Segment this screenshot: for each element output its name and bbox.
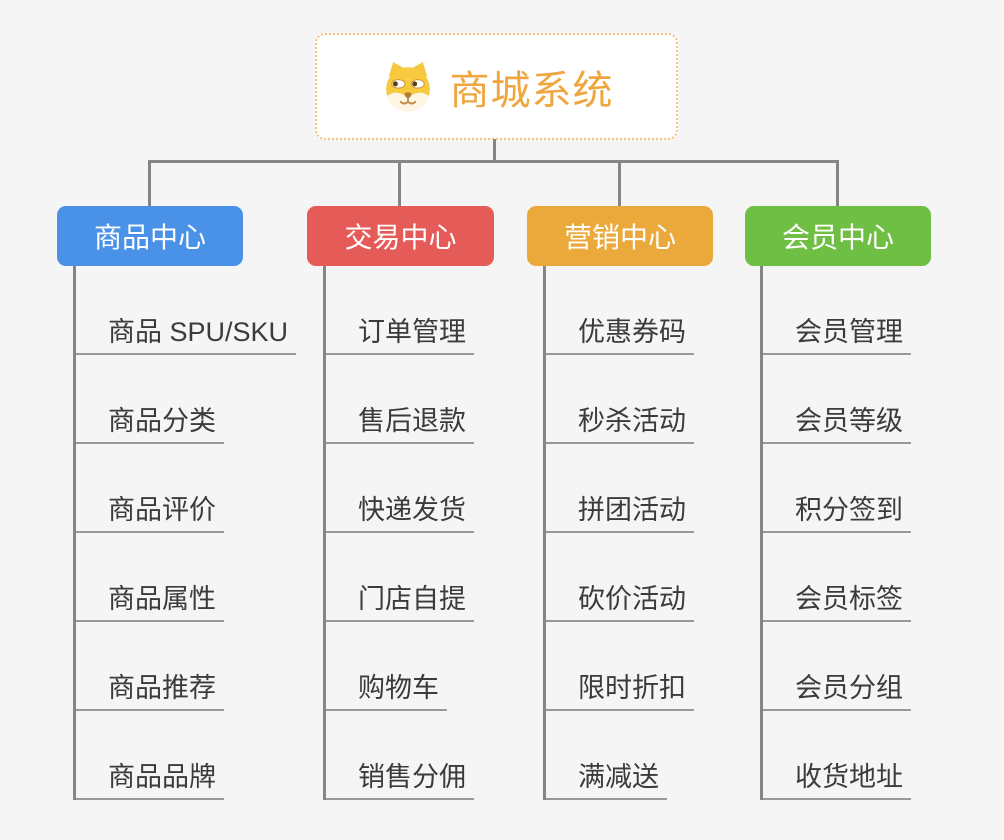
topic-item[interactable]: 售后退款 (326, 355, 474, 444)
topic-item[interactable]: 满减送 (546, 711, 667, 800)
topic-label: 拼团活动 (578, 494, 686, 525)
topic-label: 快递发货 (358, 494, 466, 525)
branch-label: 会员中心 (781, 222, 894, 253)
connector-drop-4 (836, 160, 839, 206)
topic-label: 会员标签 (795, 583, 903, 614)
dog-face-icon (385, 62, 430, 111)
topic-item[interactable]: 商品分类 (76, 355, 224, 444)
topic-item[interactable]: 拼团活动 (546, 444, 694, 533)
topic-item[interactable]: 商品品牌 (76, 711, 224, 800)
topic-item[interactable]: 门店自提 (326, 533, 474, 622)
topic-label: 购物车 (358, 672, 439, 703)
topic-item[interactable]: 会员标签 (763, 533, 911, 622)
topic-item[interactable]: 砍价活动 (546, 533, 694, 622)
topic-label: 会员分组 (795, 672, 903, 703)
topic-item[interactable]: 商品 SPU/SKU (76, 266, 297, 355)
topic-label: 会员管理 (795, 316, 903, 347)
connector-drop-2 (398, 160, 401, 206)
topic-item[interactable]: 商品评价 (76, 444, 224, 533)
root-node[interactable]: 商城系统 (315, 33, 678, 140)
topic-item[interactable]: 订单管理 (326, 266, 474, 355)
topic-item[interactable]: 限时折扣 (546, 622, 694, 711)
topic-item[interactable]: 购物车 (326, 622, 447, 711)
topic-item[interactable]: 会员管理 (763, 266, 911, 355)
topic-label: 售后退款 (358, 405, 466, 436)
branch-children-marketing-center: 优惠券码 秒杀活动 拼团活动 砍价活动 限时折扣 满减送 (543, 266, 694, 800)
topic-label: 限时折扣 (578, 672, 686, 703)
topic-item[interactable]: 秒杀活动 (546, 355, 694, 444)
branch-label: 商品中心 (93, 222, 206, 253)
topic-label: 砍价活动 (578, 583, 686, 614)
branch-node-product-center[interactable]: 商品中心 (57, 206, 243, 266)
topic-item[interactable]: 会员等级 (763, 355, 911, 444)
topic-label: 商品评价 (108, 494, 216, 525)
topic-label: 会员等级 (795, 405, 903, 436)
branch-label: 营销中心 (563, 222, 676, 253)
topic-item[interactable]: 积分签到 (763, 444, 911, 533)
topic-label: 商品 SPU/SKU (108, 316, 289, 347)
branch-node-marketing-center[interactable]: 营销中心 (527, 206, 713, 266)
topic-label: 满减送 (578, 761, 659, 792)
branch-children-trade-center: 订单管理 售后退款 快递发货 门店自提 购物车 销售分佣 (323, 266, 474, 800)
branch-node-member-center[interactable]: 会员中心 (745, 206, 931, 266)
topic-item[interactable]: 快递发货 (326, 444, 474, 533)
topic-label: 收货地址 (795, 761, 903, 792)
root-title: 商城系统 (449, 68, 614, 113)
topic-label: 门店自提 (358, 583, 466, 614)
connector-drop-3 (618, 160, 621, 206)
topic-label: 商品推荐 (108, 672, 216, 703)
branch-label: 交易中心 (344, 222, 457, 253)
topic-item[interactable]: 商品属性 (76, 533, 224, 622)
topic-label: 商品品牌 (108, 761, 216, 792)
topic-item[interactable]: 优惠券码 (546, 266, 694, 355)
topic-item[interactable]: 销售分佣 (326, 711, 474, 800)
topic-label: 积分签到 (795, 494, 903, 525)
branch-node-trade-center[interactable]: 交易中心 (307, 206, 494, 266)
connector-horizontal-bar (148, 160, 839, 163)
topic-label: 订单管理 (358, 316, 466, 347)
topic-label: 销售分佣 (358, 761, 466, 792)
connector-root-stem (493, 139, 496, 161)
topic-item[interactable]: 商品推荐 (76, 622, 224, 711)
branch-children-member-center: 会员管理 会员等级 积分签到 会员标签 会员分组 收货地址 (760, 266, 911, 800)
topic-item[interactable]: 收货地址 (763, 711, 911, 800)
topic-label: 优惠券码 (578, 316, 686, 347)
topic-label: 秒杀活动 (578, 405, 686, 436)
topic-item[interactable]: 会员分组 (763, 622, 911, 711)
topic-label: 商品属性 (108, 583, 216, 614)
topic-label: 商品分类 (108, 405, 216, 436)
branch-children-product-center: 商品 SPU/SKU 商品分类 商品评价 商品属性 商品推荐 商品品牌 (73, 266, 297, 800)
connector-drop-1 (148, 160, 151, 206)
